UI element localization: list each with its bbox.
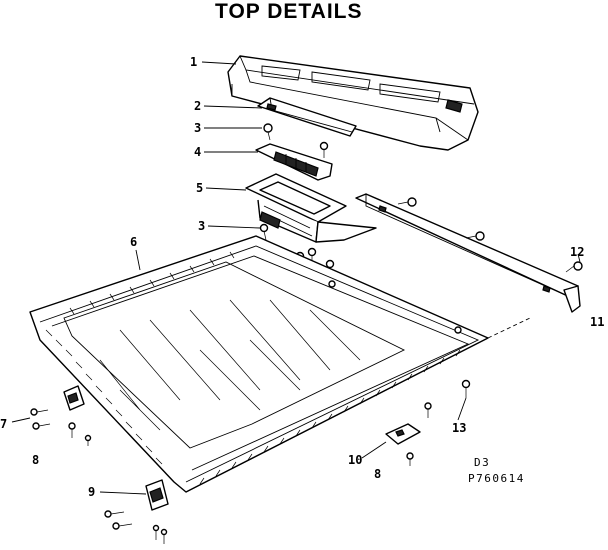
callout-8-right: 8 <box>374 467 381 481</box>
screw-3-lower <box>259 223 269 241</box>
callout-12: 12 <box>570 245 584 259</box>
callout-2: 2 <box>194 99 201 113</box>
callout-8-left: 8 <box>32 453 39 467</box>
part-2-bracket <box>257 97 357 137</box>
callout-6: 6 <box>130 235 137 249</box>
part-1-console <box>227 55 479 151</box>
diagram-title: TOP DETAILS <box>215 0 363 23</box>
rail-screws <box>397 197 485 241</box>
part-5-dispenser <box>245 173 377 243</box>
screw-13 <box>461 379 471 398</box>
drawing-code-line1: D3 <box>474 456 490 469</box>
drawing-code-line2: P760614 <box>468 472 525 485</box>
part-6-top-panel <box>29 235 489 493</box>
callout-7: 7 <box>0 417 7 431</box>
callout-10: 10 <box>348 453 362 467</box>
callout-4: 4 <box>194 145 201 159</box>
callout-11: 11 <box>590 315 604 329</box>
part-9-hinge-assembly <box>104 479 169 544</box>
callout-3-upper: 3 <box>194 121 201 135</box>
callout-5: 5 <box>196 181 203 195</box>
callout-13: 13 <box>452 421 466 435</box>
callout-1: 1 <box>190 55 197 69</box>
leader-lines <box>11 61 581 495</box>
callout-9: 9 <box>88 485 95 499</box>
callout-3-lower: 3 <box>198 219 205 233</box>
left-hinge-assembly <box>30 385 92 446</box>
screw-3-upper <box>263 123 273 141</box>
part-10-bracket <box>385 402 432 466</box>
part-11-rail <box>355 193 581 313</box>
screw-12 <box>565 261 583 273</box>
part-4-insert <box>255 143 333 181</box>
screw-loose <box>319 141 329 158</box>
